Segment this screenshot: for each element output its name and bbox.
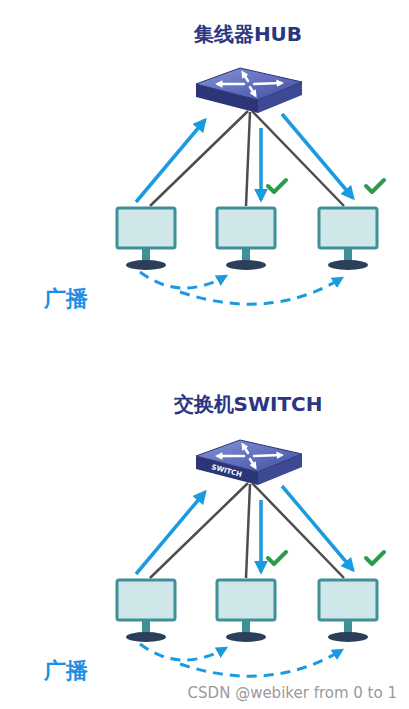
device-heading: 集线器HUB <box>148 22 348 47</box>
device-face-label: SWITCH <box>211 463 243 479</box>
broadcast-label: 广播 <box>44 656 88 686</box>
hub-device: 集线器HUB <box>148 22 348 118</box>
watermark: CSDN @webiker from 0 to 1 <box>188 684 397 702</box>
device-heading: 交换机SWITCH <box>148 392 348 417</box>
broadcast-label: 广播 <box>44 284 88 314</box>
switch-device: 交换机SWITCH SWITCH <box>148 392 348 488</box>
